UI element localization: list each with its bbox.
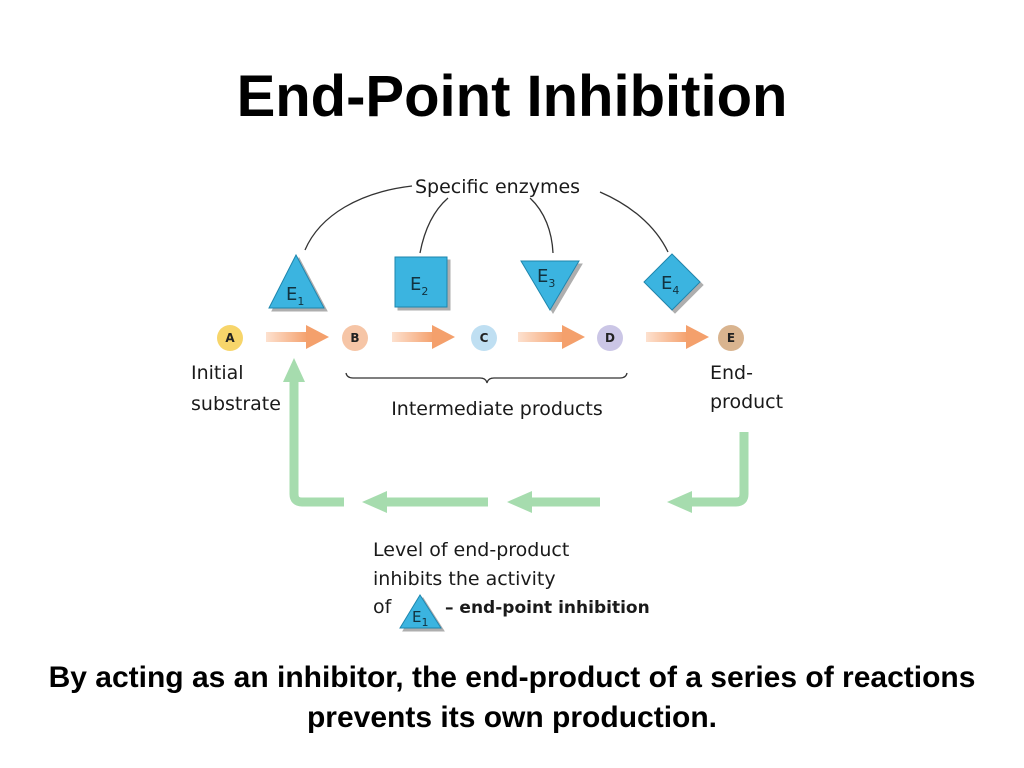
svg-text:C: C [480, 331, 489, 345]
end-product-label-line-1: End- [710, 362, 753, 384]
feedback-line-3: of [373, 596, 393, 618]
svg-text:E1: E1 [286, 284, 304, 308]
end-point-inhibition-label: – end-point inhibition [445, 598, 650, 618]
reaction-arrow-a-b [266, 325, 329, 349]
intermediate-products-label: Intermediate products [391, 398, 603, 420]
enzyme-e4-diamond: E4 [643, 253, 701, 311]
svg-text:E1: E1 [412, 608, 428, 629]
node-e: E [718, 325, 744, 351]
slide-title: End-Point Inhibition [236, 64, 788, 129]
node-a: A [217, 325, 243, 351]
svg-text:E: E [727, 331, 735, 345]
enzyme-connector-2 [419, 197, 449, 254]
svg-text:B: B [350, 331, 359, 345]
specific-enzymes-label: Specific enzymes [415, 176, 580, 198]
enzyme-connector-1 [304, 185, 413, 251]
feedback-enzyme-subscript: 1 [421, 616, 428, 629]
node-d: D [597, 325, 623, 351]
feedback-enzyme-letter: E [412, 608, 421, 626]
node-c: C [471, 325, 497, 351]
enzyme-e3-letter: E [537, 266, 548, 287]
enzyme-e3-subscript: 3 [548, 277, 555, 290]
feedback-loop-arrow [283, 358, 749, 513]
node-b: B [342, 325, 368, 351]
enzyme-e2-subscript: 2 [421, 285, 428, 298]
enzyme-connector-3 [529, 197, 554, 254]
svg-text:D: D [605, 331, 615, 345]
enzyme-e1-triangle: E1 [268, 253, 325, 309]
enzyme-e4-letter: E [661, 273, 672, 294]
enzyme-e1-letter: E [286, 284, 297, 305]
feedback-line-1: Level of end-product [373, 539, 569, 561]
reaction-arrow-b-c [392, 325, 455, 349]
initial-label-line-1: Initial [191, 362, 244, 384]
enzyme-e4-subscript: 4 [672, 284, 679, 297]
svg-text:E2: E2 [410, 274, 428, 298]
feedback-line-2: inhibits the activity [373, 568, 556, 590]
reaction-arrow-d-e [646, 325, 709, 349]
svg-text:A: A [225, 331, 235, 345]
svg-text:E4: E4 [661, 273, 679, 297]
reaction-arrow-c-d [518, 325, 585, 349]
enzyme-e3-inverted-triangle: E3 [520, 260, 580, 311]
slide-caption: By acting as an inhibitor, the end-produ… [48, 661, 976, 734]
enzyme-e2-letter: E [410, 274, 421, 295]
end-product-label-line-2: product [710, 391, 783, 413]
initial-label-line-2: substrate [191, 393, 281, 415]
intermediate-bracket [345, 372, 628, 384]
feedback-enzyme-e1-triangle: E1 [399, 594, 442, 629]
svg-text:E3: E3 [537, 266, 555, 290]
enzyme-e2-square: E2 [394, 256, 448, 308]
enzyme-e1-subscript: 1 [297, 295, 304, 308]
enzyme-connector-4 [599, 191, 669, 253]
